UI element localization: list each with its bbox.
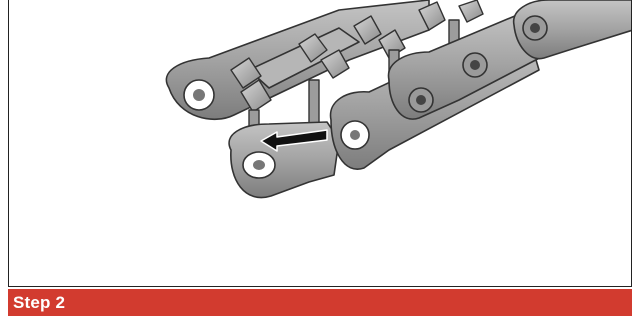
step-label: Step 2 [13, 293, 65, 313]
step-banner: Step 2 [8, 289, 632, 316]
chain-illustration [9, 0, 632, 287]
illustration-frame [8, 0, 632, 287]
